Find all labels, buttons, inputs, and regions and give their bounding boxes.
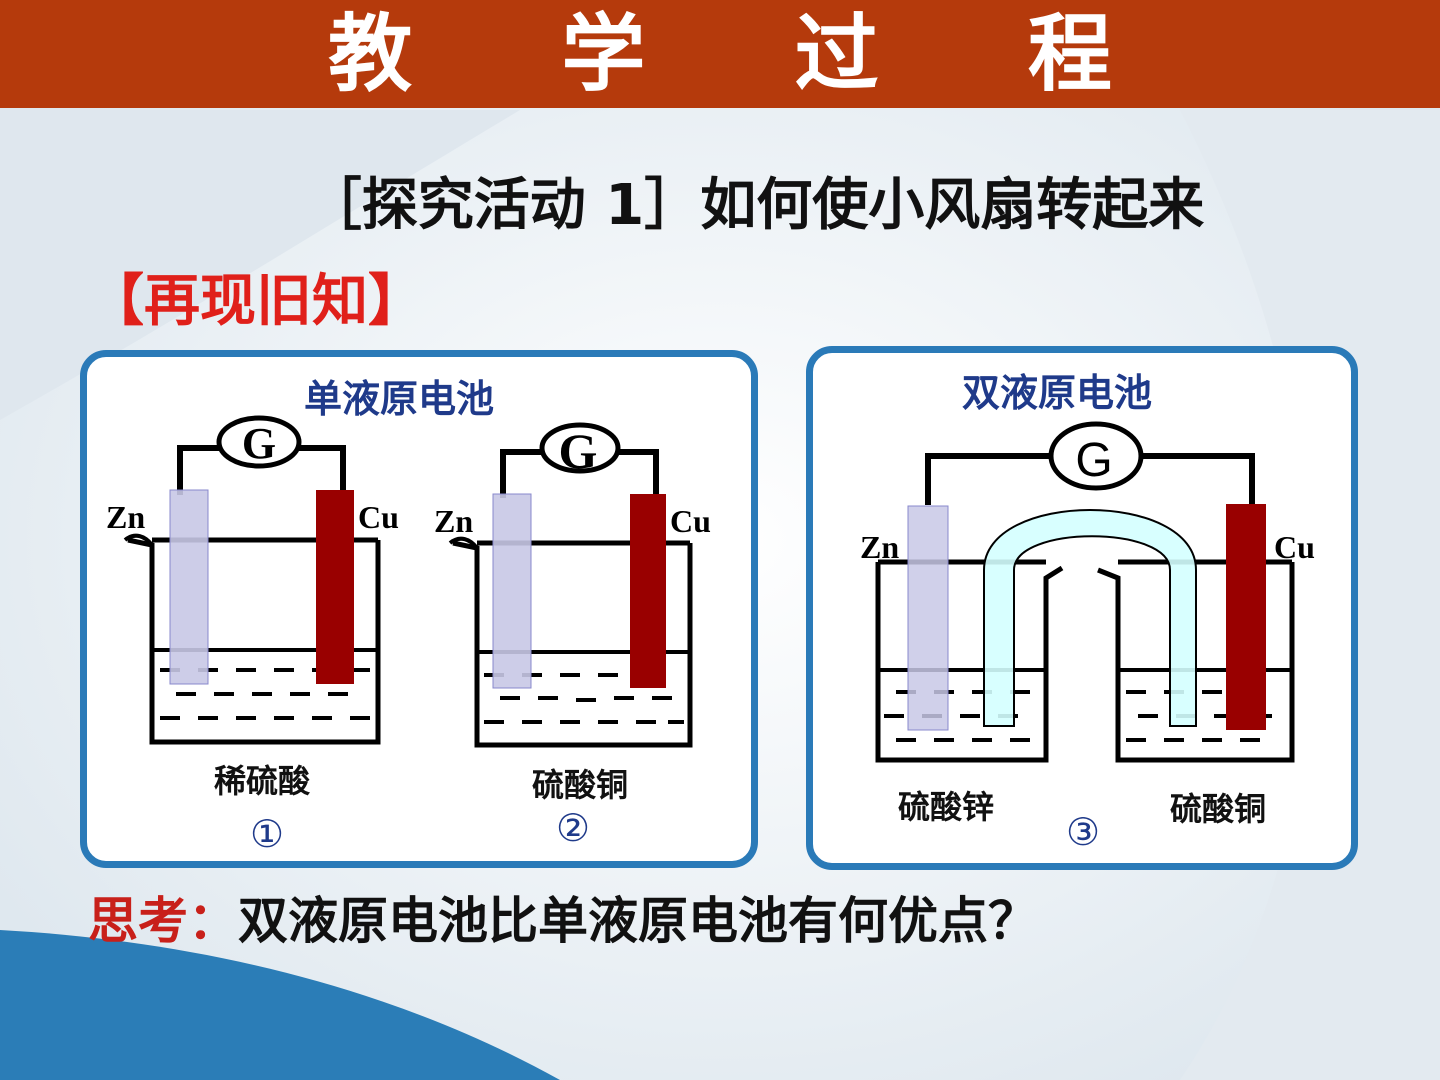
cell-1-anode-label: Zn (106, 499, 145, 535)
galvanometer-icon (216, 415, 302, 469)
cell-1-meter-label: G (242, 419, 276, 468)
cell-2-cathode-label: Cu (670, 503, 711, 539)
cell-1-cathode-label: Cu (358, 499, 399, 535)
copper-electrode (316, 490, 354, 684)
thinking-question: 思考：双液原电池比单液原电池有何优点？ (88, 880, 1068, 962)
cell-1-number: ① (250, 812, 285, 856)
cell-2-electrolyte: 硫酸铜 (532, 766, 629, 804)
double-cathode-label: Cu (1274, 529, 1315, 565)
galvanometer-icon (1048, 421, 1144, 491)
zinc-electrode (169, 489, 209, 685)
question-key: 思考： (88, 892, 238, 950)
single-cell-title: 单液原电池 (304, 377, 495, 421)
salt-bridge (983, 509, 1197, 727)
double-meter-label: G (1075, 434, 1112, 487)
copper-electrode (1226, 504, 1266, 730)
copper-electrode (630, 494, 666, 688)
double-cell-title: 双液原电池 (962, 371, 1153, 415)
question-text: 双液原电池比单液原电池有何优点？ (238, 892, 1038, 950)
cell-2-meter-label: G (559, 423, 598, 479)
header-bar (0, 0, 1440, 108)
cell-2-diagram: G Zn Cu (434, 422, 711, 748)
double-anode-label: Zn (860, 529, 899, 565)
left-electrolyte: 硫酸锌 (898, 788, 995, 826)
cell-1-electrolyte: 稀硫酸 (214, 762, 311, 800)
double-cell-number: ③ (1066, 810, 1101, 854)
zinc-electrode (492, 493, 532, 689)
cell-2-number: ② (556, 806, 591, 850)
galvanometer-icon (539, 422, 621, 474)
cell-2-anode-label: Zn (434, 503, 473, 539)
cell-1-diagram: G Zn Cu (106, 415, 399, 745)
review-tag: 【再现旧知】 (88, 269, 424, 334)
zinc-electrode (907, 505, 949, 731)
slide-title: 教 学 过 程 (328, 5, 1172, 103)
activity-subtitle: ［探究活动 1］如何使小风扇转起来 (305, 173, 1205, 238)
right-electrolyte: 硫酸铜 (1170, 790, 1267, 828)
